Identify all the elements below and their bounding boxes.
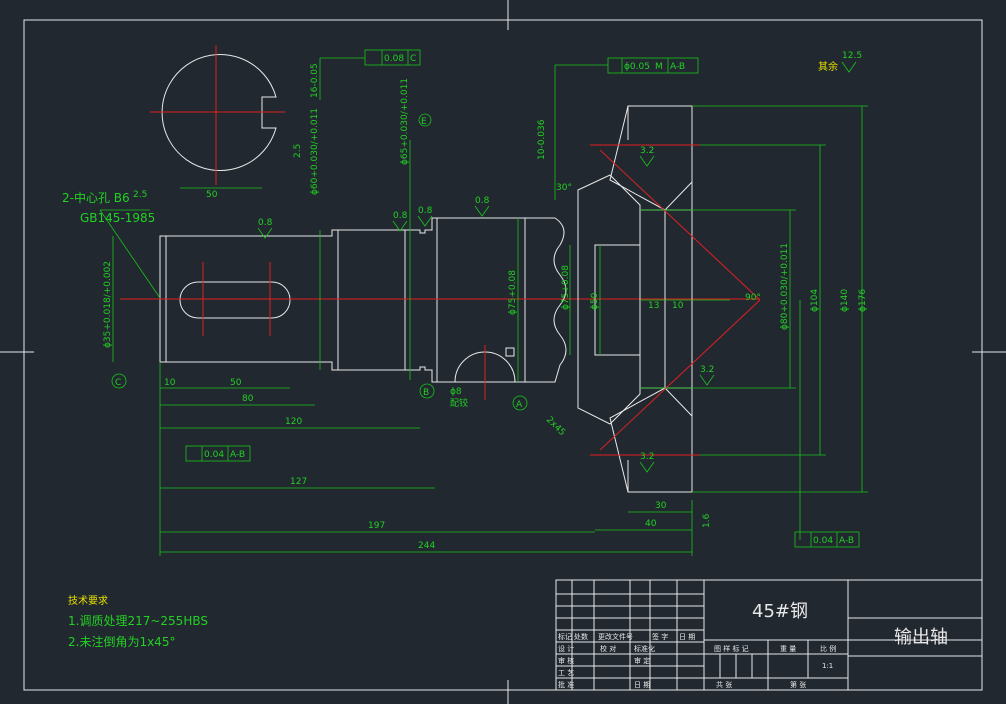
hdr-date: 日 期 bbox=[679, 633, 695, 641]
dim-127: 127 bbox=[290, 477, 307, 487]
dim-30deg: 30° bbox=[556, 183, 572, 193]
part-name: 输出轴 bbox=[894, 627, 948, 648]
tol-pos: ϕ0.05 bbox=[624, 62, 650, 72]
row-approve: 批 准 bbox=[558, 680, 574, 689]
dim-80: 80 bbox=[242, 394, 254, 404]
tol-runout1: 0.04 bbox=[204, 450, 224, 460]
dim-dia75: ϕ75+0.08 bbox=[508, 270, 518, 315]
roughness-32c: 3.2 bbox=[640, 452, 654, 462]
roughness-08d: 0.8 bbox=[475, 196, 490, 206]
hdr-count: 处数 bbox=[574, 632, 588, 641]
dim-hole8-note: 配铰 bbox=[450, 397, 468, 409]
dim-hole8: ϕ8 bbox=[450, 387, 462, 397]
dim-50: 50 bbox=[230, 378, 242, 388]
center-hole-standard: GB145-1985 bbox=[80, 211, 155, 225]
dim-10: 10 bbox=[164, 378, 176, 388]
dim-dia176: ϕ176 bbox=[858, 289, 868, 312]
dim-30: 30 bbox=[655, 501, 667, 511]
tol-sym-ref: C bbox=[410, 54, 416, 64]
dim-keyway10: 10-0.036 bbox=[537, 119, 547, 160]
ratio: 比 例 bbox=[820, 644, 836, 653]
row-tech: 工 艺 bbox=[558, 669, 574, 677]
dim-dia45: ϕ75+0.08 bbox=[561, 265, 571, 310]
dim-2-5a: 2.5 bbox=[293, 144, 303, 158]
stage-mark: 图 样 标 记 bbox=[714, 644, 749, 653]
tol-pos-ref: A-B bbox=[670, 62, 685, 72]
bevel-gear bbox=[577, 105, 761, 493]
dim-keyway16: 16-0.05 bbox=[310, 63, 320, 98]
center-hole-note: 2-中心孔 B6 GB145-1985 bbox=[62, 190, 155, 225]
sheet-no: 第 张 bbox=[790, 680, 806, 689]
dim-dia140: ϕ140 bbox=[840, 289, 850, 312]
dimension-lines bbox=[99, 57, 868, 556]
tech-title: 技术要求 bbox=[68, 594, 108, 607]
dim-dia65: ϕ65+0.030/+0.011 bbox=[400, 78, 410, 165]
datum-e: E bbox=[421, 117, 427, 127]
tech-requirements: 技术要求 1.调质处理217~255HBS 2.未注倒角为1x45° bbox=[68, 594, 208, 649]
dim-50-section: 50 bbox=[206, 190, 218, 200]
row-date: 日 期 bbox=[634, 681, 650, 689]
datum-a: A bbox=[516, 400, 523, 410]
datum-markers: C B A E bbox=[111, 113, 528, 411]
dim-dia80: ϕ80+0.030/+0.011 bbox=[780, 243, 790, 330]
shaft-outline bbox=[120, 217, 760, 400]
hdr-sign: 签 字 bbox=[652, 632, 668, 641]
row-review: 审 定 bbox=[634, 656, 650, 665]
roughness-08c: 0.8 bbox=[418, 206, 433, 216]
datum-c: C bbox=[115, 378, 121, 388]
dim-197: 197 bbox=[368, 521, 385, 531]
tol-runout2: 0.04 bbox=[813, 536, 833, 546]
roughness-marks: 0.8 0.8 0.8 0.8 3.2 3.2 3.2 其余 12.5 bbox=[257, 51, 862, 473]
dim-dia60: ϕ60+0.030/+0.011 bbox=[310, 108, 320, 195]
roughness-rest: 其余 bbox=[818, 60, 838, 73]
row-check: 审 核 bbox=[558, 656, 574, 665]
datum-b: B bbox=[423, 388, 429, 398]
tol-pos-mod: M bbox=[655, 62, 663, 72]
weight: 重 量 bbox=[780, 645, 796, 653]
tech-line-1: 1.调质处理217~255HBS bbox=[68, 614, 208, 628]
material: 45#钢 bbox=[752, 601, 808, 622]
roughness-32b: 3.2 bbox=[700, 365, 714, 375]
tol-runout1-ref: A-B bbox=[230, 450, 245, 460]
tol-runout2-ref: A-B bbox=[839, 536, 854, 546]
dim-120: 120 bbox=[285, 417, 302, 427]
dim-13: 13 bbox=[648, 301, 659, 311]
dim-1-6: 1.6 bbox=[702, 513, 712, 528]
row-design: 设 计 bbox=[558, 644, 574, 653]
dim-244: 244 bbox=[418, 541, 435, 551]
center-hole-label: 2-中心孔 B6 bbox=[62, 190, 130, 205]
title-block: 45#钢 输出轴 1:1 标记 处数 更改文件号 签 字 日 期 设 计 校 对… bbox=[555, 579, 983, 691]
dim-dia50: ϕ50 bbox=[590, 292, 600, 310]
dim-90deg: 90° bbox=[745, 293, 761, 303]
dim-dia35: ϕ35+0.018/+0.002 bbox=[103, 261, 113, 348]
dim-2-5b: 2.5 bbox=[133, 190, 147, 200]
tol-sym: 0.08 bbox=[384, 54, 404, 64]
hdr-zone: 更改文件号 bbox=[598, 632, 633, 641]
dim-chamfer: 2x45 bbox=[544, 415, 567, 438]
row-std: 标准化 bbox=[634, 644, 655, 653]
sheets-total: 共 张 bbox=[716, 680, 732, 689]
roughness-rest-value: 12.5 bbox=[842, 51, 862, 61]
dimension-labels: 50 10 50 80 120 127 197 244 13 10 30 40 … bbox=[103, 63, 868, 551]
tech-line-2: 2.未注倒角为1x45° bbox=[68, 634, 175, 649]
row-jiaodui: 校 对 bbox=[600, 644, 616, 653]
hdr-mark: 标记 bbox=[558, 632, 572, 641]
roughness-08b: 0.8 bbox=[393, 211, 408, 221]
scale: 1:1 bbox=[822, 662, 833, 670]
dim-dia104: ϕ104 bbox=[810, 289, 820, 312]
section-view bbox=[150, 45, 285, 185]
dim-40: 40 bbox=[645, 519, 657, 529]
dim-10b: 10 bbox=[672, 301, 684, 311]
tolerance-frames: 0.08 C ϕ0.05 M A-B 0.04 A-B 0.04 A-B bbox=[185, 49, 860, 548]
roughness-32a: 3.2 bbox=[640, 146, 654, 156]
roughness-08a: 0.8 bbox=[258, 218, 273, 228]
